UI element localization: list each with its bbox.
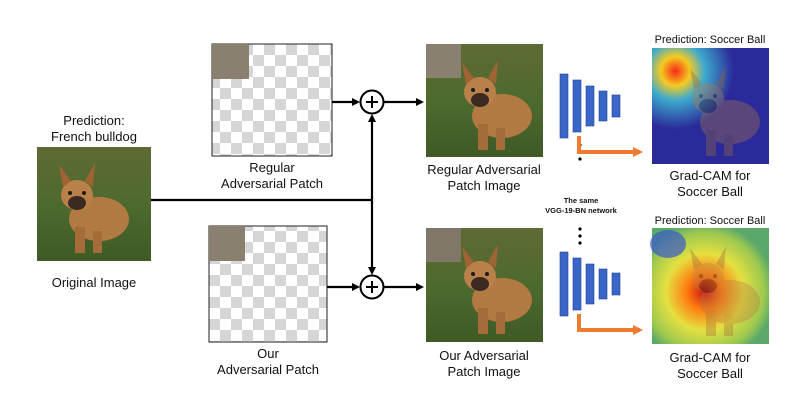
regular-patch-caption-line2: Adversarial Patch — [221, 176, 323, 191]
network-top — [559, 73, 621, 139]
our-patch-image — [208, 225, 328, 343]
regular-result-caption-line1: Regular Adversarial — [427, 162, 541, 177]
regular-result-caption-line2: Patch Image — [447, 178, 521, 193]
plus-operator-top — [359, 89, 385, 115]
network-label-line2: VGG-19-BN network — [545, 206, 617, 215]
our-patch-caption-line1: Our — [257, 346, 279, 361]
our-result-caption-line2: Patch Image — [447, 364, 521, 379]
original-image — [37, 147, 151, 261]
shared-network-dots — [578, 143, 582, 245]
gradcam-top-image — [652, 48, 769, 164]
our-result-image — [426, 228, 543, 342]
our-result-caption-line1: Our Adversarial — [439, 348, 529, 363]
regular-patch-caption-line1: Regular — [249, 160, 295, 175]
plus-operator-bottom — [359, 274, 385, 300]
flow-arrows — [151, 98, 424, 291]
regular-result-image — [426, 44, 543, 157]
original-caption: Original Image — [51, 275, 137, 290]
original-prediction-line2: French bulldog — [51, 129, 137, 144]
gradcam-bottom-image — [650, 228, 769, 344]
network-bottom — [559, 251, 621, 317]
original-prediction-line1: Prediction: — [63, 113, 125, 128]
gradcam-top-caption-line2: Soccer Ball — [677, 184, 743, 199]
orange-arrows — [577, 136, 643, 335]
gradcam-bottom-caption-line2: Soccer Ball — [677, 366, 743, 381]
gradcam-bottom-prediction: Prediction: Soccer Ball — [654, 215, 766, 227]
regular-patch-image — [211, 43, 333, 157]
gradcam-top-prediction: Prediction: Soccer Ball — [654, 34, 766, 46]
our-patch-caption-line2: Adversarial Patch — [217, 362, 319, 377]
gradcam-bottom-caption-line1: Grad-CAM for — [669, 350, 751, 365]
gradcam-top-caption-line1: Grad-CAM for — [669, 168, 751, 183]
network-label-line1: The same — [563, 196, 599, 205]
